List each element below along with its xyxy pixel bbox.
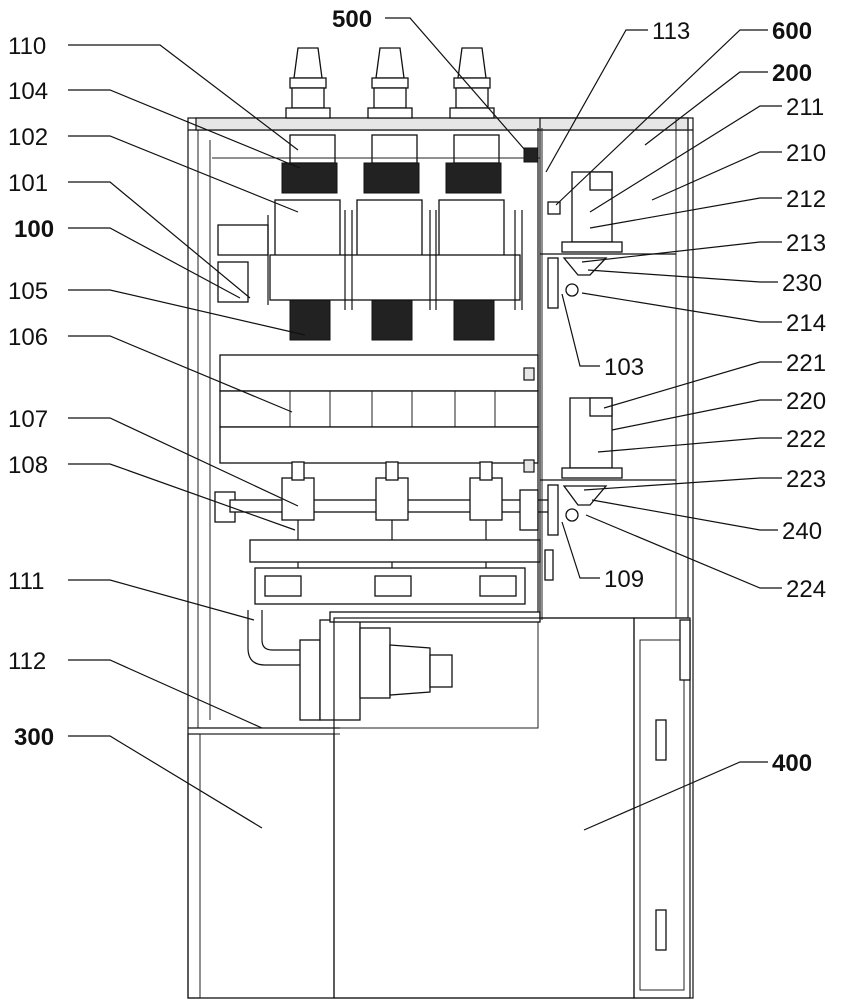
label-200: 200 xyxy=(772,60,812,87)
label-240: 240 xyxy=(782,518,822,545)
label-600: 600 xyxy=(772,18,812,45)
label-102: 102 xyxy=(8,124,48,151)
label-300: 300 xyxy=(14,724,54,751)
lower-switch-assembly xyxy=(214,128,551,620)
label-222: 222 xyxy=(786,426,826,453)
right-compartment xyxy=(539,117,689,619)
middle-busbar xyxy=(219,354,539,473)
label-100: 100 xyxy=(14,216,54,243)
label-101: 101 xyxy=(8,170,48,197)
label-214: 214 xyxy=(786,310,826,337)
label-211: 211 xyxy=(786,94,824,121)
label-111: 111 xyxy=(8,568,44,595)
bushing-1 xyxy=(285,47,331,119)
label-107: 107 xyxy=(8,406,48,433)
bushing-2 xyxy=(367,47,413,119)
label-104: 104 xyxy=(8,78,48,105)
reference-labels: 110 104 102 101 100 105 106 107 108 111 … xyxy=(8,6,826,777)
label-223: 223 xyxy=(786,466,826,493)
label-220: 220 xyxy=(786,388,826,415)
cable-connector xyxy=(247,610,541,721)
label-105: 105 xyxy=(8,278,48,305)
label-108: 108 xyxy=(8,452,48,479)
label-110: 110 xyxy=(8,33,46,60)
label-212: 212 xyxy=(786,186,826,213)
label-213: 213 xyxy=(786,230,826,257)
bushing-3 xyxy=(449,47,495,119)
label-109: 109 xyxy=(604,566,644,593)
leader-lines xyxy=(68,17,782,831)
label-500: 500 xyxy=(332,6,372,33)
label-113: 113 xyxy=(652,18,690,45)
label-112: 112 xyxy=(8,648,46,675)
label-221: 221 xyxy=(786,350,826,377)
label-210: 210 xyxy=(786,140,826,167)
label-400: 400 xyxy=(772,750,812,777)
label-106: 106 xyxy=(8,324,48,351)
upper-switch-poles xyxy=(212,134,540,341)
label-230: 230 xyxy=(782,270,822,297)
label-224: 224 xyxy=(786,576,826,603)
label-103: 103 xyxy=(604,354,644,381)
top-bushings xyxy=(285,47,495,119)
